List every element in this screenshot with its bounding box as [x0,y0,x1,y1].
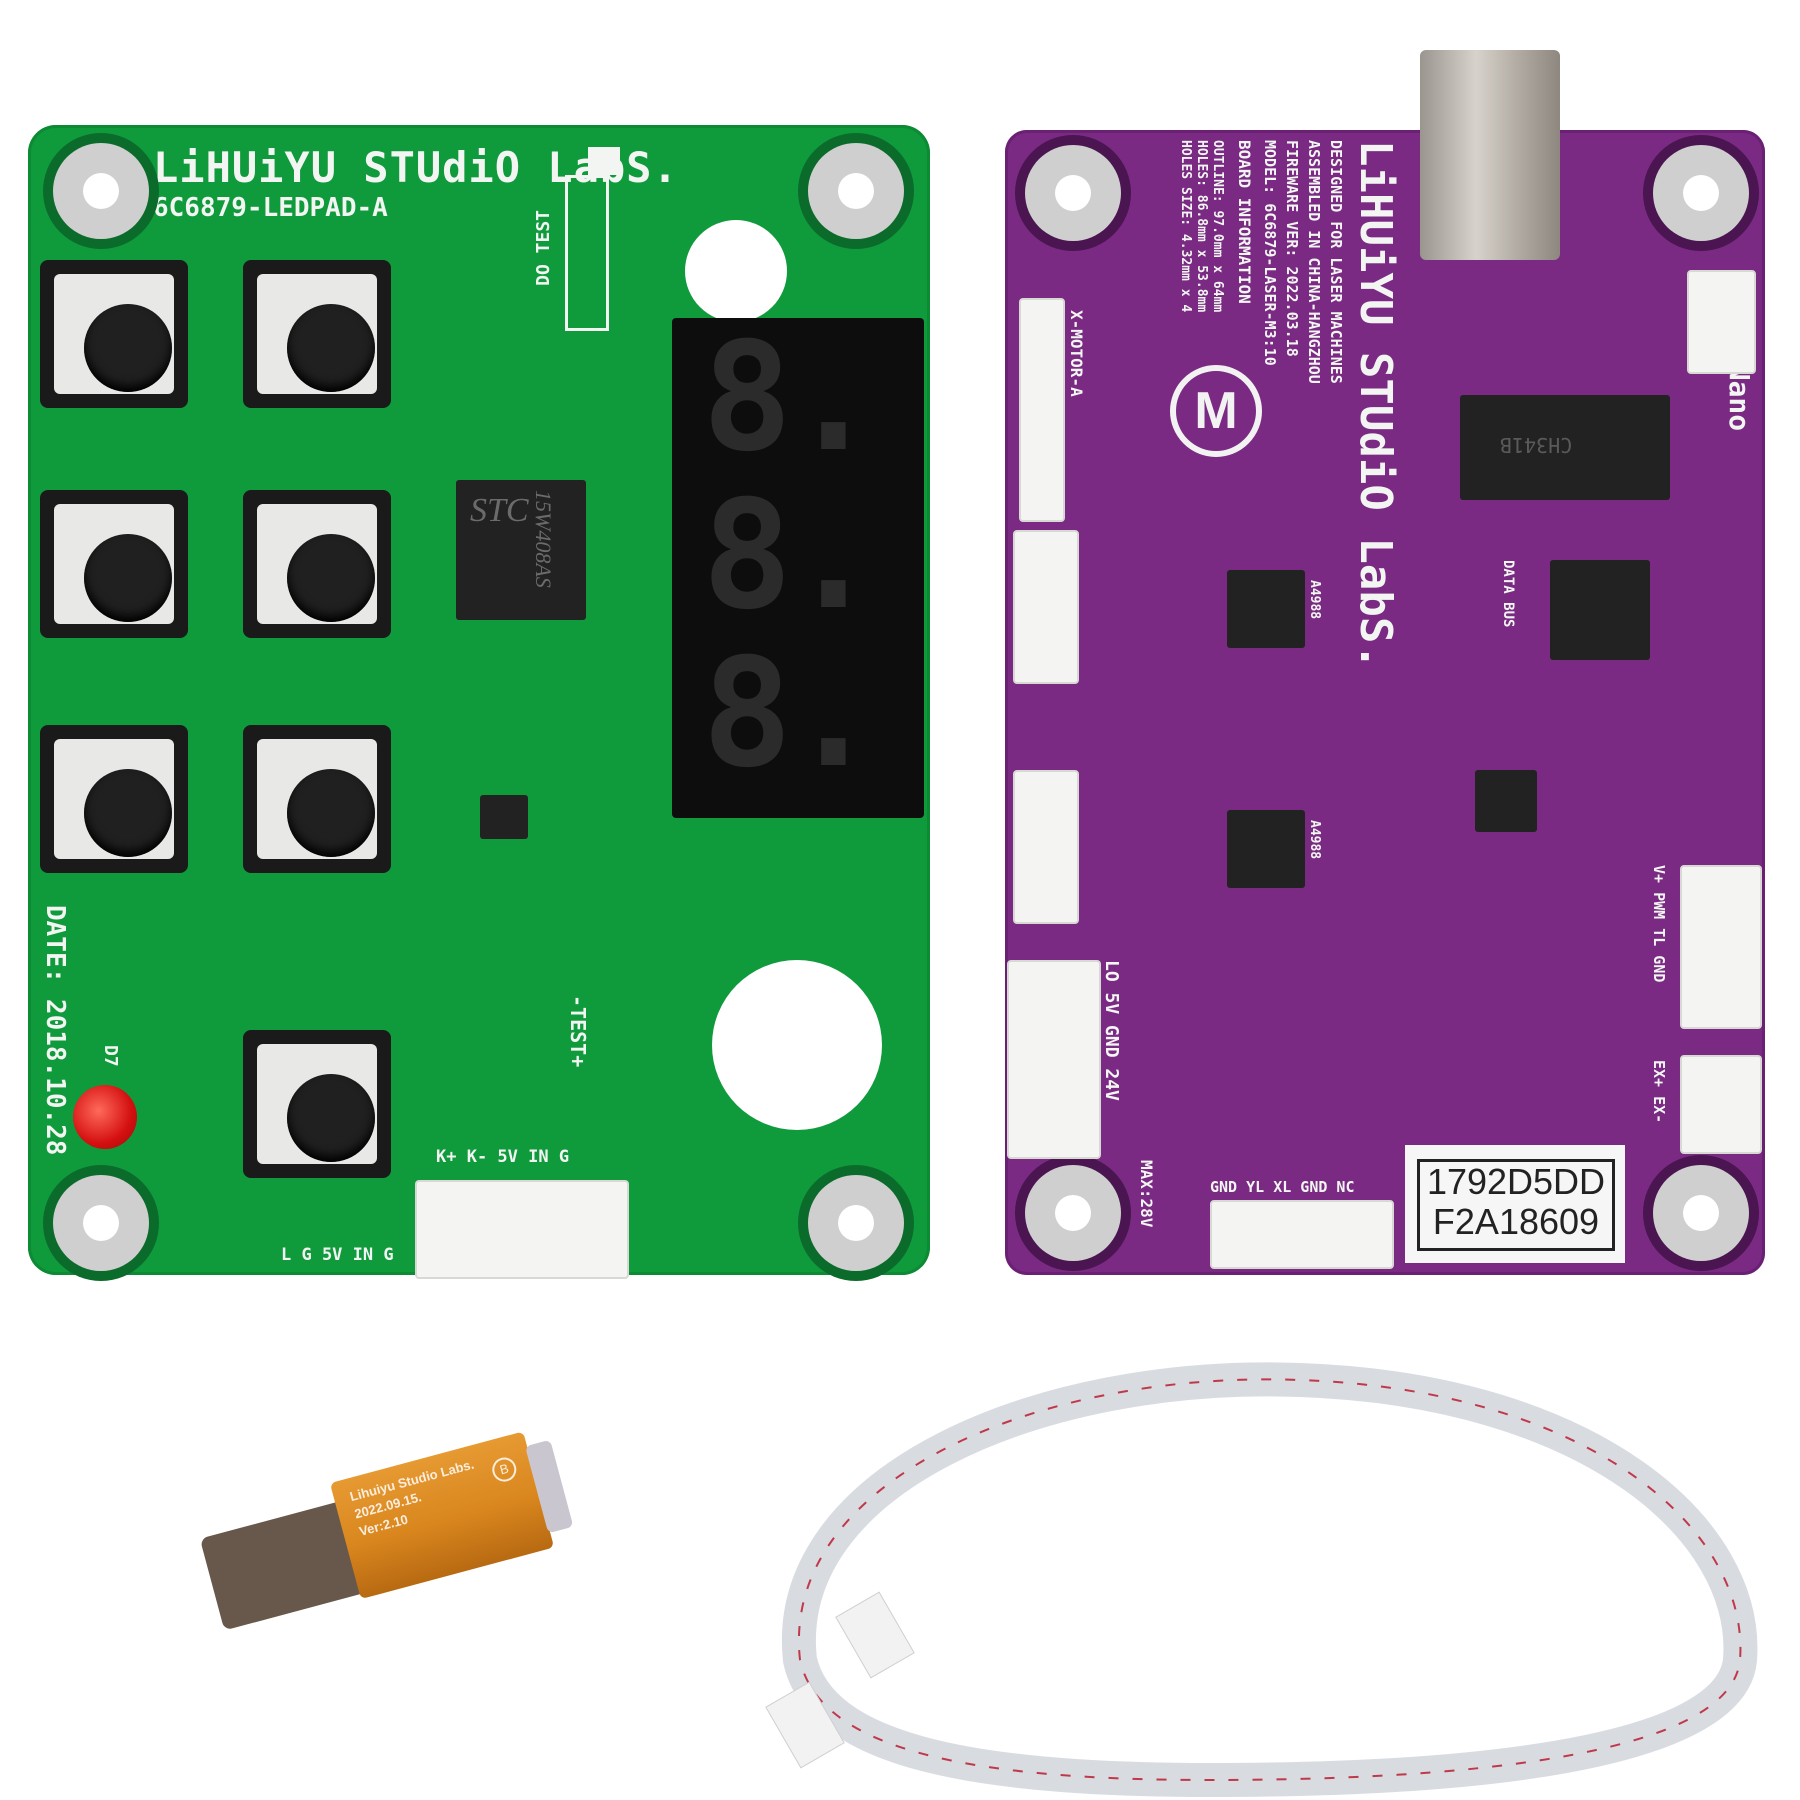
tactile-button-1[interactable] [40,260,188,408]
limit-connector-label: GND YL XL GND NC [1210,1178,1355,1196]
power-connector[interactable] [1007,960,1101,1159]
mount-hole [53,143,149,239]
led-label: D7 [100,1045,121,1067]
cable-connector [835,1591,915,1679]
dongle-text: Lihuiyu Studio Labs. 2022.09.15. Ver:2.1… [348,1456,485,1541]
info-line: MODEL: 6C6879-LASER-M3:10 [1261,140,1279,366]
info-line: HOLES SIZE: 4.32mm x 4 [1178,140,1193,313]
tactile-button-6[interactable] [243,725,391,873]
display-digit: 8. [702,627,879,801]
silk-block [588,147,620,175]
tactile-button-3[interactable] [40,490,188,638]
red-led [73,1085,137,1149]
dongle-badge: B [489,1454,520,1485]
cable-connector [765,1681,845,1769]
mcu-part: 15W408AS [531,490,556,588]
y-motor-connector[interactable] [1013,530,1079,684]
info-line: FIREWARE VER: 2022.03.18 [1283,140,1301,357]
mount-hole [1025,145,1121,241]
serial-line-2: F2A18609 [1432,1201,1600,1242]
m-logo: M [1170,365,1262,457]
info-line: BOARD INFORMATION [1235,140,1254,304]
seven-segment-display: 8. 8. 8. [672,318,924,818]
ch341b-usb-chip: CH341B [1460,395,1670,500]
led-pad-board: LiHUiYU STUdiO LabS. 6C6879-LEDPAD-A DO … [28,125,930,1279]
ex-connector[interactable] [1680,1055,1762,1154]
a4988-driver [1227,810,1305,888]
pwm-connector-label: V+ PWM TL GND [1650,865,1668,983]
connector-bottom-labels: L G 5V IN G [281,1245,394,1265]
motor-connector[interactable] [1013,770,1079,924]
driver-label: A4988 [1307,820,1322,860]
main-mcu [1550,560,1650,660]
display-digit: 8. [702,469,879,643]
tactile-button-4[interactable] [243,490,391,638]
info-line: HOLES: 86.8mm x 53.8mm [1194,140,1209,313]
tactile-button-7[interactable] [243,1030,391,1178]
test-label: -TEST+ [566,995,590,1068]
small-ic [480,795,528,839]
top-right-connector[interactable] [1687,270,1756,374]
serial-box: 1792D5DD F2A18609 [1417,1159,1615,1251]
small-ic [1475,770,1537,832]
tactile-button-5[interactable] [40,725,188,873]
mount-hole [1653,145,1749,241]
mcu-chip: STC 15W408AS [456,480,586,620]
serial-sticker: 1792D5DD F2A18609 [1405,1145,1625,1263]
limit-connector[interactable] [1210,1200,1394,1269]
mount-hole [1025,1165,1121,1261]
ex-connector-label: EX+ EX- [1650,1060,1668,1124]
display-digit: 8. [702,311,879,485]
mount-hole [1653,1165,1749,1261]
cutout-hole [712,960,882,1130]
max-voltage-label: MAX:28V [1137,1160,1156,1228]
tactile-button-2[interactable] [243,260,391,408]
serial-line-1: 1792D5DD [1426,1161,1606,1202]
date-label: DATE: 2018.10.28 [40,905,70,1156]
m3-nano-board: LiHUiYU STUdiO LabS. DESIGNED FOR LASER … [1005,130,1765,1275]
purple-board-brand: LiHUiYU STUdiO LabS. [1350,140,1401,670]
dongle-body: Lihuiyu Studio Labs. 2022.09.15. Ver:2.1… [329,1431,555,1600]
info-line: ASSEMBLED IN CHINA-HANGZHOU [1305,140,1323,384]
power-connector-label: LO 5V GND 24V [1101,960,1122,1101]
ffc-connector[interactable] [1019,298,1065,522]
test-header-label: DO TEST [533,210,554,286]
mcu-brand: STC [470,492,529,529]
cutout-hole [685,220,787,322]
x-motor-label: X-MOTOR-A [1067,310,1086,397]
green-board-model: 6C6879-LEDPAD-A [153,193,388,223]
connector-top-labels: K+ K- 5V IN G [436,1147,570,1167]
usb-b-port[interactable] [1420,50,1560,260]
usb-chip-part: CH341B [1500,433,1573,457]
5-pin-connector[interactable] [415,1180,629,1279]
pwm-connector[interactable] [1680,865,1762,1029]
info-line: DESIGNED FOR LASER MACHINES [1327,140,1345,384]
info-line: OUTLINE: 97.0mm x 64mm [1210,140,1225,313]
driver-label: A4988 [1307,580,1322,620]
mount-hole [808,143,904,239]
a4988-driver [1227,570,1305,648]
usb-dongle: Lihuiyu Studio Labs. 2022.09.15. Ver:2.1… [184,1385,585,1645]
mount-hole [53,1175,149,1271]
test-header [565,175,609,331]
data-bus-label: DATA BUS [1500,560,1516,628]
ribbon-cable [765,1362,1758,1798]
mount-hole [808,1175,904,1271]
